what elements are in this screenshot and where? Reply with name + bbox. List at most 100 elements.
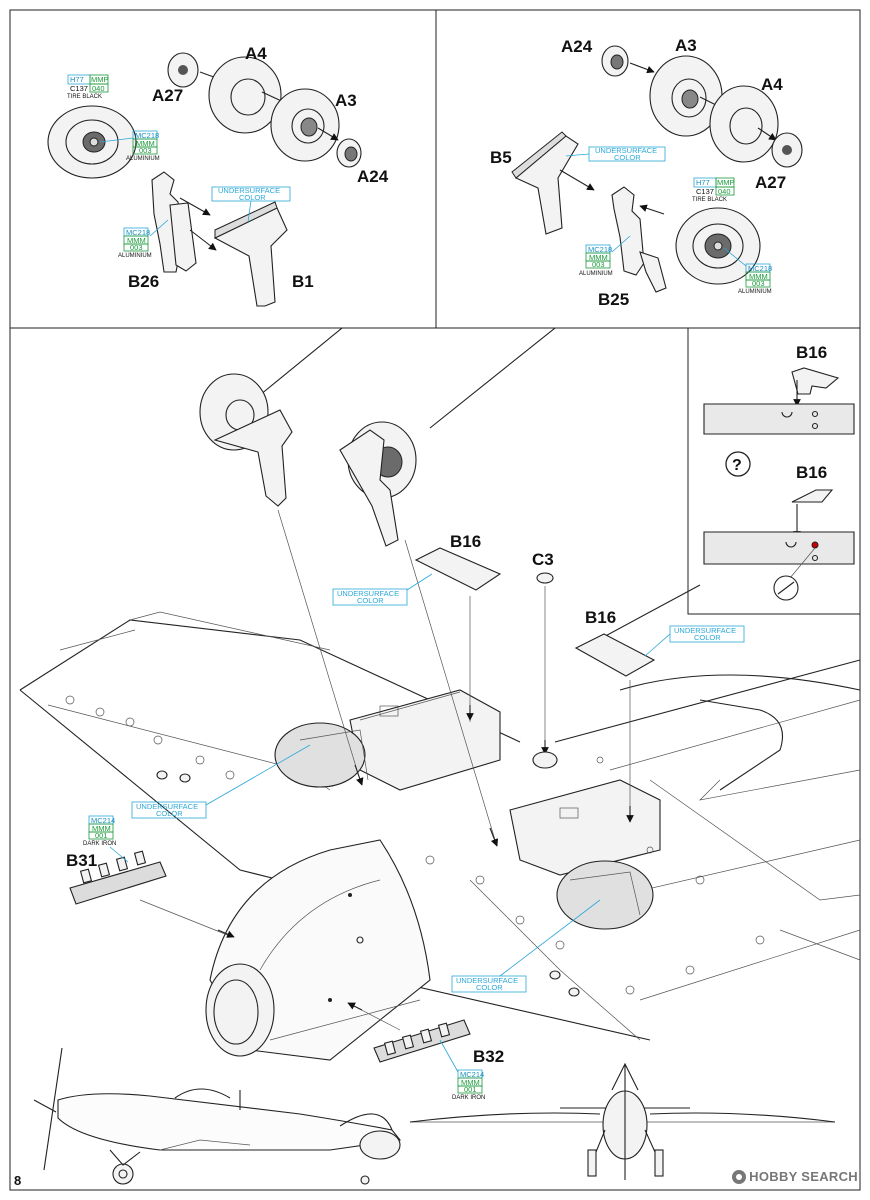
right-hub-color-callout: MC218 MMM 003 ALUMINIUM <box>723 247 772 295</box>
left-gear-panel: A4 A27 A3 A24 B26 B1 H77 MMP C137 040 TI… <box>47 44 389 307</box>
right-wheel-a3 <box>649 55 723 137</box>
b31-color-callout: MC214 MMM 001 DARK IRON <box>83 815 129 863</box>
left-wheel-a4 <box>208 56 282 134</box>
right-hub-a27 <box>771 132 803 168</box>
right-label-a27: A27 <box>755 173 786 192</box>
svg-text:040: 040 <box>92 84 105 93</box>
left-label-b1: B1 <box>292 272 314 291</box>
hobby-search-logo: HOBBY SEARCH <box>732 1169 858 1184</box>
svg-text:H77: H77 <box>696 178 710 187</box>
side-view-aircraft <box>33 1047 402 1185</box>
svg-text:UNDERSURFACE: UNDERSURFACE <box>595 146 657 155</box>
left-wheel-well <box>274 722 369 788</box>
main-label-b16-left: B16 <box>450 532 481 551</box>
left-cap-a24 <box>336 138 362 168</box>
right-label-a24: A24 <box>561 37 593 56</box>
right-tire <box>675 207 761 285</box>
front-view-aircraft <box>409 1062 836 1180</box>
b16-right-part <box>574 633 656 823</box>
right-leg-b25 <box>611 186 667 293</box>
svg-text:MMM: MMM <box>127 236 146 245</box>
left-cover-b1 <box>213 201 288 307</box>
svg-text:MMM: MMM <box>136 139 155 148</box>
svg-text:TIRE BLACK: TIRE BLACK <box>692 197 727 203</box>
svg-text:MMM: MMM <box>92 824 111 833</box>
svg-text:C137: C137 <box>70 84 88 93</box>
svg-text:MMP: MMP <box>91 75 109 84</box>
b16-left-color-callout: UNDERSURFACE COLOR <box>332 573 433 606</box>
right-cover-b5 <box>511 131 579 235</box>
right-label-a3: A3 <box>675 36 697 55</box>
left-hub-color-callout: MC218 MMM 003 ALUMINIUM <box>99 130 160 162</box>
main-label-b16-right: B16 <box>585 608 616 627</box>
svg-text:COLOR: COLOR <box>694 633 721 642</box>
svg-text:MC218: MC218 <box>748 264 772 273</box>
b32-exhaust <box>347 1002 471 1063</box>
b16-left-part <box>414 547 502 722</box>
left-label-a3: A3 <box>335 91 357 110</box>
right-wheel-well <box>556 860 654 930</box>
left-radiator <box>349 689 501 791</box>
svg-text:MC214: MC214 <box>460 1070 484 1079</box>
panel-borders <box>9 9 861 1191</box>
left-label-a4: A4 <box>245 44 267 63</box>
main-label-b32: B32 <box>473 1047 504 1066</box>
svg-text:MC218: MC218 <box>588 245 612 254</box>
svg-text:ALUMINIUM: ALUMINIUM <box>579 271 613 277</box>
svg-text:COLOR: COLOR <box>156 809 183 818</box>
left-tire <box>47 105 137 179</box>
b16-right-color-callout: UNDERSURFACE COLOR <box>644 625 745 657</box>
b32-color-callout: MC214 MMM 001 DARK IRON <box>439 1039 485 1101</box>
svg-text:COLOR: COLOR <box>614 153 641 162</box>
right-cap-a24 <box>601 45 629 77</box>
wing-panel-holes <box>65 695 765 995</box>
main-label-b31: B31 <box>66 851 97 870</box>
svg-text:UNDERSURFACE: UNDERSURFACE <box>456 976 518 985</box>
main-label-c3: C3 <box>532 550 554 569</box>
sand-hole-icon <box>773 575 799 601</box>
svg-text:MC214: MC214 <box>91 816 115 825</box>
svg-text:DARK IRON: DARK IRON <box>83 841 116 847</box>
right-label-b5: B5 <box>490 148 512 167</box>
left-leg-color-callout: MC218 MMM 003 ALUMINIUM <box>118 219 169 259</box>
svg-text:001: 001 <box>95 831 108 840</box>
hobby-search-mark-icon <box>732 1169 747 1184</box>
left-label-a27: A27 <box>152 86 183 105</box>
left-cover-color-callout: UNDERSURFACE COLOR <box>211 186 291 223</box>
svg-text:ALUMINIUM: ALUMINIUM <box>738 289 772 295</box>
svg-text:MC218: MC218 <box>135 131 159 140</box>
left-wheel-a3 <box>270 88 340 162</box>
question-icon: ? <box>725 451 751 477</box>
left-hub-a27 <box>167 52 199 88</box>
left-label-b26: B26 <box>128 272 159 291</box>
bay-left-color-callout: UNDERSURFACE COLOR <box>131 744 311 819</box>
svg-text:COLOR: COLOR <box>357 596 384 605</box>
svg-text:UNDERSURFACE: UNDERSURFACE <box>136 802 198 811</box>
svg-text:?: ? <box>732 457 742 474</box>
svg-text:040: 040 <box>718 187 731 196</box>
right-leg-color-callout: MC218 MMM 003 ALUMINIUM <box>579 235 631 277</box>
inset-b16-panel: B16 ? B16 <box>703 343 855 601</box>
svg-text:COLOR: COLOR <box>239 193 266 202</box>
svg-text:TIRE BLACK: TIRE BLACK <box>67 94 102 100</box>
svg-text:001: 001 <box>464 1085 477 1094</box>
svg-text:C137: C137 <box>696 187 714 196</box>
left-leg-b26 <box>151 171 197 273</box>
right-wheel-a4 <box>709 85 779 163</box>
svg-text:MMM: MMM <box>589 253 608 262</box>
svg-text:MC218: MC218 <box>126 228 150 237</box>
page-number: 8 <box>14 1173 21 1188</box>
right-radiator <box>509 779 661 876</box>
left-gear-assembly <box>199 373 364 786</box>
c3-part <box>532 572 558 769</box>
right-gear-panel: A24 A3 A4 B5 A27 B25 UNDERSURFACE COLOR … <box>490 36 803 309</box>
inset-label-b16-top: B16 <box>796 343 827 362</box>
right-cover-color-callout: UNDERSURFACE COLOR <box>565 146 666 162</box>
inset-label-b16-bottom: B16 <box>796 463 827 482</box>
svg-text:COLOR: COLOR <box>476 983 503 992</box>
right-label-b25: B25 <box>598 290 629 309</box>
svg-text:MMM: MMM <box>461 1078 480 1087</box>
svg-text:ALUMINIUM: ALUMINIUM <box>118 253 152 259</box>
svg-text:UNDERSURFACE: UNDERSURFACE <box>218 186 280 195</box>
right-gear-assembly <box>339 421 499 847</box>
